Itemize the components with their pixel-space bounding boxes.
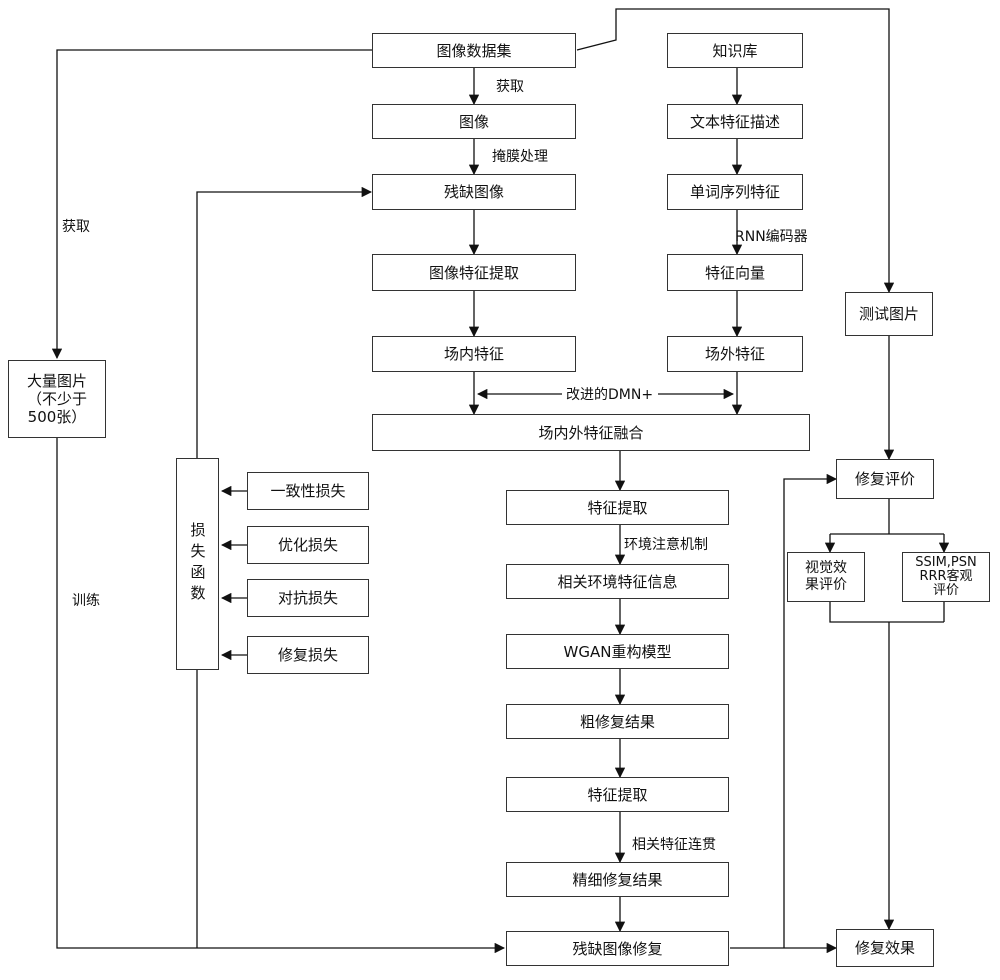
node-related-env-info-text: 相关环境特征信息 [557, 572, 678, 591]
node-loss-function-text: 损失函数 [188, 522, 207, 606]
node-loss-function: 损失函数 [176, 458, 219, 670]
node-consistency-loss: 一致性损失 [247, 472, 369, 510]
node-damaged-repair: 残缺图像修复 [506, 931, 729, 966]
node-in-field-feature-text: 场内特征 [443, 345, 504, 363]
node-damaged-image: 残缺图像 [372, 174, 576, 210]
node-optimization-loss: 优化损失 [247, 526, 369, 564]
node-adversarial-loss: 对抗损失 [247, 579, 369, 617]
node-visual-eval: 视觉效 果评价 [787, 552, 865, 602]
node-feature-extract-2-text: 特征提取 [587, 785, 648, 804]
arrow-many-to-repair [56, 438, 506, 954]
node-related-env-info: 相关环境特征信息 [506, 564, 729, 599]
node-repair-effect-text: 修复效果 [854, 939, 915, 957]
arrow-repair-to-eval [783, 473, 838, 948]
node-repair-effect: 修复效果 [836, 929, 934, 967]
line-visual-join [829, 602, 944, 623]
node-consistency-loss-text: 一致性损失 [270, 482, 346, 500]
node-wgan-text: WGAN重构模型 [563, 642, 672, 661]
node-in-field-feature: 场内特征 [372, 336, 576, 372]
node-word-seq-feature-text: 单词序列特征 [689, 183, 780, 201]
node-many-images-text: 大量图片 （不少于 500张） [26, 372, 87, 426]
node-out-field-feature-text: 场外特征 [704, 345, 765, 363]
node-feature-extract-1: 特征提取 [506, 490, 729, 525]
node-image-text: 图像 [458, 112, 489, 131]
node-repair-loss-text: 修复损失 [277, 646, 338, 664]
node-coarse-result: 粗修复结果 [506, 704, 729, 739]
node-repair-eval: 修复评价 [836, 459, 934, 499]
arrow-dataset-to-many [51, 49, 372, 360]
node-fine-result: 精细修复结果 [506, 862, 729, 897]
label-env-attention: 环境注意机制 [624, 537, 708, 553]
label-train: 训练 [72, 593, 100, 609]
node-feature-vector-text: 特征向量 [704, 263, 765, 282]
arrow-loss-to-damaged [196, 186, 373, 458]
node-visual-eval-text: 视觉效 果评价 [805, 560, 847, 593]
node-text-feature-desc: 文本特征描述 [667, 104, 803, 139]
node-coarse-result-text: 粗修复结果 [579, 712, 655, 731]
node-many-images: 大量图片 （不少于 500张） [8, 360, 106, 438]
label-mask: 掩膜处理 [492, 149, 548, 165]
node-image-dataset-text: 图像数据集 [436, 41, 512, 60]
node-text-feature-desc-text: 文本特征描述 [689, 112, 780, 131]
label-dmn: 改进的DMN+ [566, 387, 654, 403]
node-knowledge-base-text: 知识库 [712, 41, 758, 60]
node-image-feature-extract: 图像特征提取 [372, 254, 576, 291]
node-wgan: WGAN重构模型 [506, 634, 729, 669]
node-fine-result-text: 精细修复结果 [572, 870, 663, 889]
label-acquire-left: 获取 [62, 219, 90, 235]
node-repair-eval-text: 修复评价 [854, 470, 915, 488]
node-objective-eval: SSIM,PSN RRR客观 评价 [902, 552, 990, 602]
node-optimization-loss-text: 优化损失 [277, 536, 338, 554]
label-acquire: 获取 [496, 79, 524, 95]
node-fusion: 场内外特征融合 [372, 414, 810, 451]
node-feature-extract-2: 特征提取 [506, 777, 729, 812]
node-objective-eval-text: SSIM,PSN RRR客观 评价 [915, 554, 977, 599]
node-out-field-feature: 场外特征 [667, 336, 803, 372]
node-image: 图像 [372, 104, 576, 139]
node-fusion-text: 场内外特征融合 [538, 423, 644, 442]
node-test-image-text: 测试图片 [858, 305, 919, 323]
node-word-seq-feature: 单词序列特征 [667, 174, 803, 210]
node-feature-extract-1-text: 特征提取 [587, 498, 648, 517]
label-rnn: RNN编码器 [735, 229, 808, 245]
label-feature-coherence: 相关特征连贯 [632, 837, 716, 853]
node-adversarial-loss-text: 对抗损失 [277, 589, 338, 607]
node-repair-loss: 修复损失 [247, 636, 369, 674]
node-test-image: 测试图片 [845, 292, 933, 336]
arrow-dataset-to-test [576, 8, 895, 294]
node-image-feature-extract-text: 图像特征提取 [428, 263, 519, 282]
node-feature-vector: 特征向量 [667, 254, 803, 291]
node-damaged-image-text: 残缺图像 [443, 183, 504, 201]
node-damaged-repair-text: 残缺图像修复 [572, 939, 663, 958]
node-image-dataset: 图像数据集 [372, 33, 576, 68]
node-knowledge-base: 知识库 [667, 33, 803, 68]
